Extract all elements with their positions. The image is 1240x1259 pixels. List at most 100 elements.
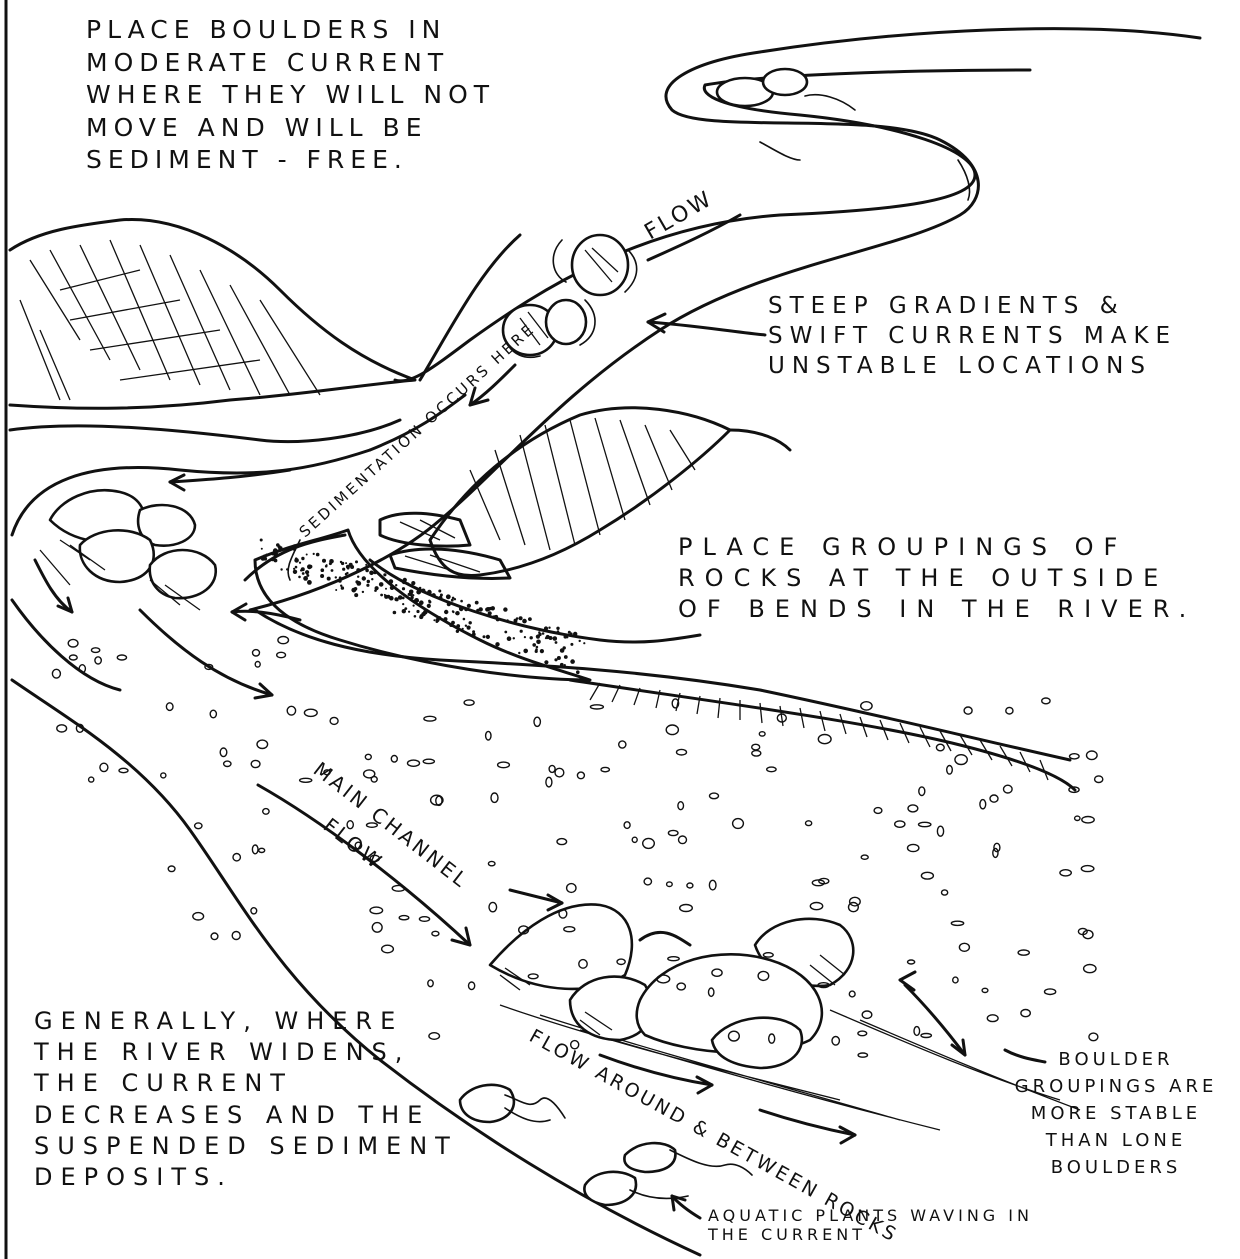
pebble (419, 917, 429, 922)
pebble (371, 777, 377, 783)
pebble (993, 848, 998, 857)
flow-label-top: Flow (641, 186, 719, 245)
sediment-dot (495, 642, 499, 646)
pebble (330, 717, 338, 724)
sediment-dot (307, 580, 312, 585)
sediment-dot (464, 608, 468, 612)
pebble (370, 907, 383, 914)
pebble (668, 957, 679, 961)
sediment-dot (459, 607, 464, 612)
pebble (464, 700, 474, 705)
sediment-dot (540, 649, 544, 653)
sediment-dot (362, 591, 364, 593)
pebble (937, 826, 943, 836)
sediment-dot (375, 586, 379, 590)
pebble (1082, 817, 1094, 823)
sediment-dot (419, 587, 422, 590)
sediment-dot (298, 576, 301, 579)
sediment-dot (438, 590, 441, 593)
sediment-dot (451, 599, 454, 602)
sediment-dot (496, 618, 500, 622)
sediment-dot (583, 642, 585, 644)
sediment-dot (410, 594, 412, 596)
sediment-dot (536, 640, 541, 645)
sediment-dot (432, 593, 436, 597)
pebble (428, 980, 433, 987)
sediment-dot (293, 568, 295, 570)
pebble (921, 1034, 931, 1038)
pebble (849, 991, 855, 997)
pebble (919, 822, 931, 826)
pebble (767, 767, 776, 772)
sediment-dot (504, 631, 507, 634)
sediment-dot (519, 616, 523, 620)
sediment-dot (402, 597, 405, 600)
sediment-dot (321, 568, 325, 572)
sediment-dot (342, 568, 345, 571)
pebble (57, 725, 67, 732)
sediment-dot (402, 587, 405, 590)
sediment-dot (313, 553, 315, 555)
pebble (914, 1027, 920, 1036)
sediment-dot (260, 539, 263, 542)
sediment-dot (262, 556, 264, 558)
pebble (687, 883, 693, 888)
sediment-dot (513, 637, 515, 639)
pebble (709, 880, 716, 890)
sediment-dot (280, 568, 282, 570)
pebble (210, 710, 216, 718)
sediment-dot (274, 554, 277, 557)
sediment-dot (340, 561, 342, 563)
sediment-dot (293, 544, 295, 546)
pebble (919, 787, 925, 796)
sediment-dot (548, 627, 550, 629)
pebble (257, 740, 268, 748)
sediment-dot (560, 663, 564, 667)
sediment-dot (305, 570, 309, 574)
sediment-dot (483, 635, 486, 638)
sediment-dot (570, 659, 575, 664)
sediment-dot (538, 631, 540, 633)
sediment-dot (452, 597, 455, 600)
pebble (942, 890, 948, 895)
sediment-dot (349, 563, 353, 567)
sediment-dot (294, 558, 299, 563)
pebble (557, 839, 567, 845)
sediment-dot (463, 618, 466, 621)
sediment-dot (306, 554, 308, 556)
pebble (810, 903, 822, 910)
sediment-dot (355, 580, 358, 583)
sediment-dot (404, 607, 407, 610)
sediment-dot (408, 611, 410, 613)
note-steep-gradients: Steep gradients & swift currents make un… (768, 292, 1208, 382)
sediment-dot (486, 635, 490, 639)
sediment-dot (462, 628, 464, 630)
sediment-dot (385, 588, 387, 590)
sediment-dot (488, 611, 492, 615)
sediment-dot (570, 643, 573, 646)
pebble (253, 650, 260, 656)
sediment-dot (367, 580, 370, 583)
sediment-dot (447, 602, 451, 606)
sediment-dot (436, 620, 439, 623)
sediment-dot (444, 617, 448, 621)
sediment-dot (469, 621, 472, 624)
note-boulder-groupings: Boulder groupings are more stable than l… (1000, 1046, 1232, 1181)
sediment-dot (491, 606, 495, 610)
pebble (69, 655, 77, 660)
pebble (858, 1053, 867, 1057)
sediment-dot (467, 626, 471, 630)
pebble (117, 655, 126, 660)
sediment-dot (327, 577, 331, 581)
pebble (980, 800, 986, 809)
sediment-dot (479, 608, 481, 610)
pebble (850, 897, 861, 906)
sediment-dot (384, 595, 388, 599)
sediment-dot (345, 562, 347, 564)
sediment-dot (395, 584, 397, 586)
pebble (252, 845, 258, 854)
sediment-dot (416, 610, 419, 613)
pebble (166, 703, 173, 711)
pebble (908, 844, 919, 851)
pebble (89, 777, 94, 782)
